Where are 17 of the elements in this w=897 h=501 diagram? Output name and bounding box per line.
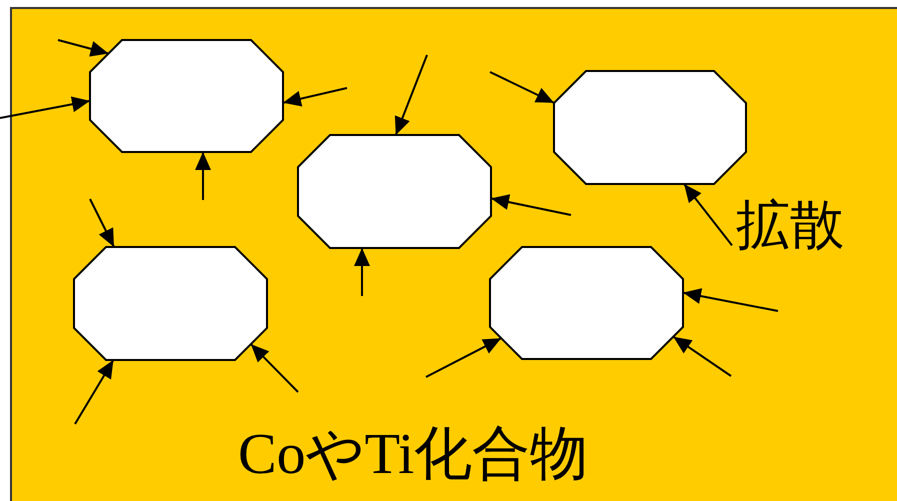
arrow (682, 288, 778, 312)
diffusion-label: 拡散 (732, 195, 848, 255)
arrow (282, 87, 348, 107)
arrow (683, 183, 733, 246)
arrow (89, 198, 115, 248)
arrow (394, 54, 428, 136)
arrow (490, 194, 572, 216)
arrow (58, 39, 109, 57)
arrow (426, 337, 502, 378)
arrow (74, 359, 114, 425)
arrow (672, 336, 732, 377)
compound-label: CoやTi化合物 (238, 425, 588, 483)
arrow (250, 343, 299, 393)
arrow (490, 71, 555, 104)
arrow (354, 248, 370, 296)
arrow (0, 96, 90, 119)
arrow (195, 152, 211, 200)
